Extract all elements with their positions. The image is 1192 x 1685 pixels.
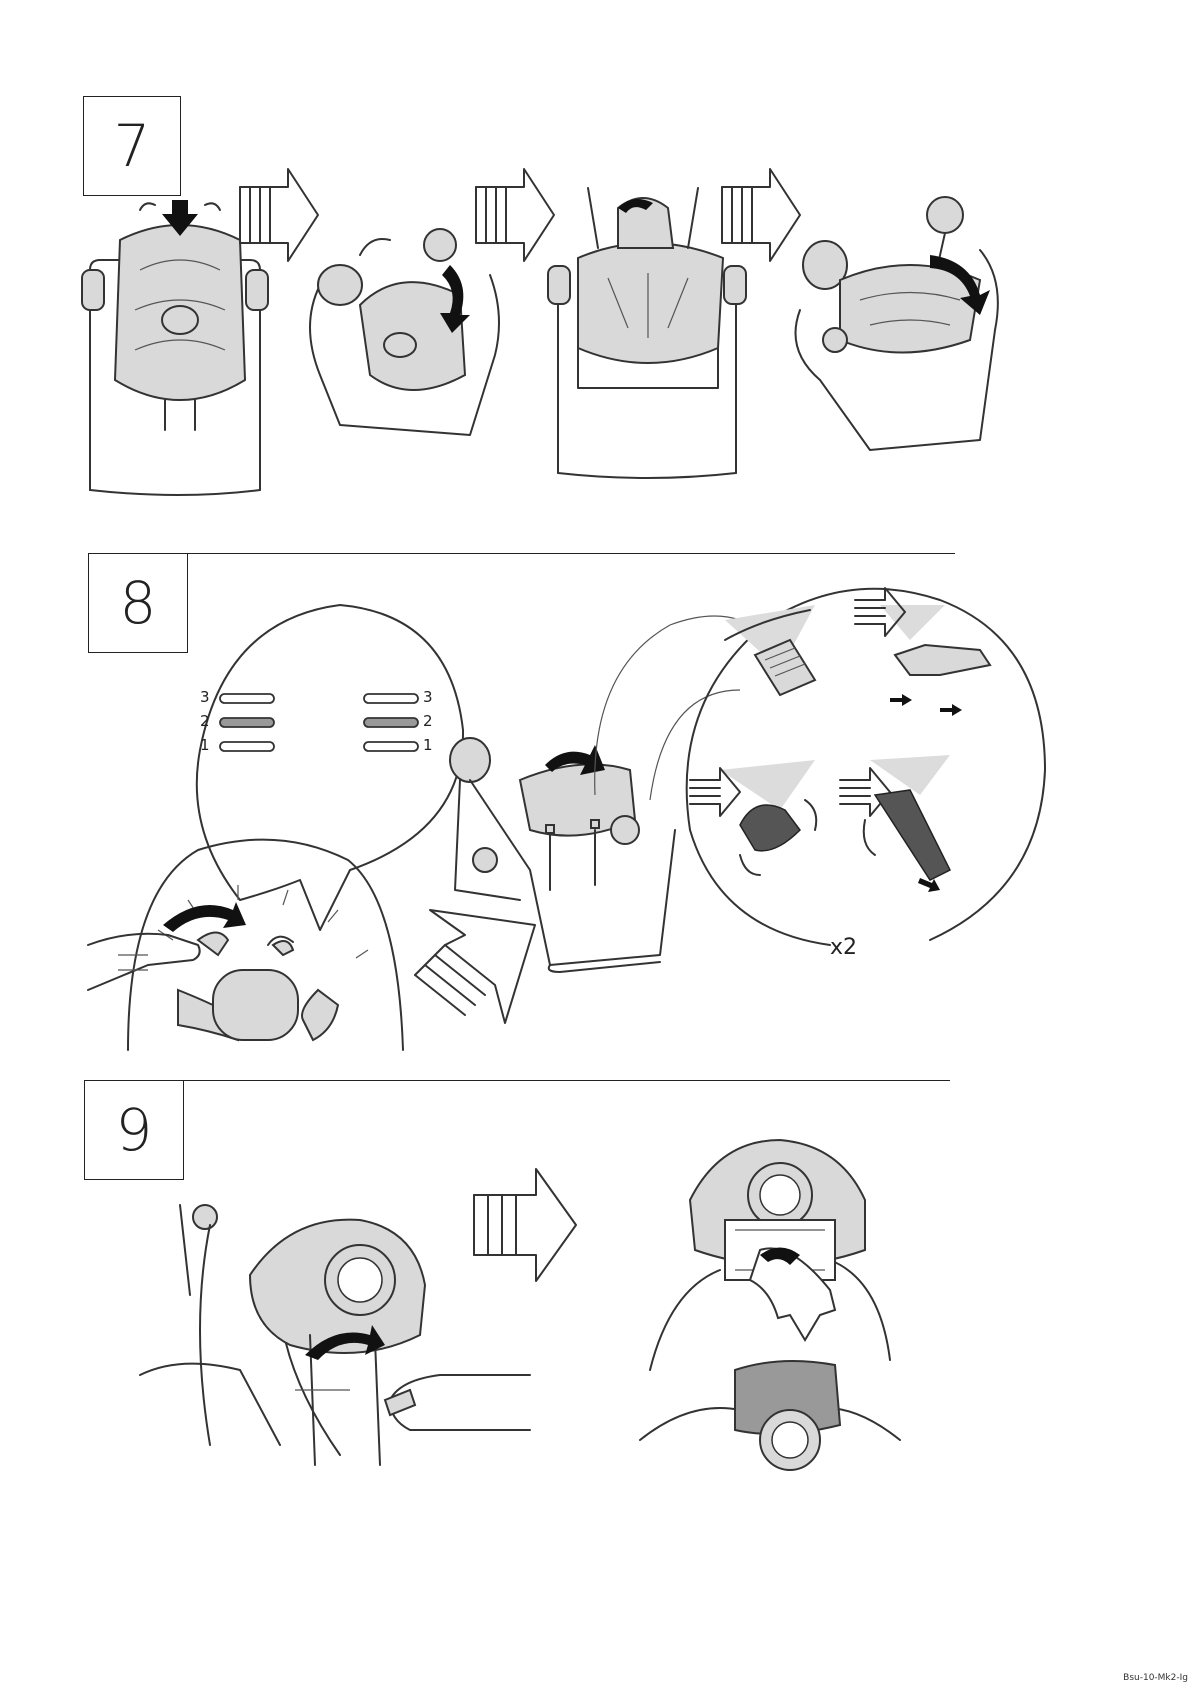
strap-detail-circle [680, 580, 1050, 955]
repeat-x2-label: x2 [830, 935, 857, 960]
seat-harness-closeup [88, 830, 418, 1050]
step-arrow-9 [470, 1165, 580, 1285]
slot-label-right-3: 3 [423, 688, 433, 706]
slot-label-right-2: 2 [423, 712, 433, 730]
footer-code: Bsu-10-Mk2-Ig [1123, 1673, 1188, 1683]
step-9-number-box: 9 [84, 1080, 184, 1180]
slot-label-left-3: 3 [200, 688, 210, 706]
step-8-divider [185, 553, 955, 554]
step-arrow-7b [472, 165, 558, 265]
step-8-number-box: 8 [88, 553, 188, 653]
step-7-number: 7 [84, 97, 180, 195]
step-9-divider [180, 1080, 950, 1081]
slot-label-left-1: 1 [200, 736, 210, 754]
step-9-open-cover-illustration [640, 1140, 900, 1480]
step-9-number: 9 [85, 1081, 183, 1179]
harness-slots-right [362, 690, 432, 760]
step-7-swing-illustration-4 [780, 190, 1010, 460]
slot-label-right-1: 1 [423, 736, 433, 754]
step-8-number: 8 [89, 554, 187, 652]
harness-slots-left [218, 690, 288, 760]
slot-label-left-2: 2 [200, 712, 210, 730]
step-7-number-box: 7 [83, 96, 181, 196]
